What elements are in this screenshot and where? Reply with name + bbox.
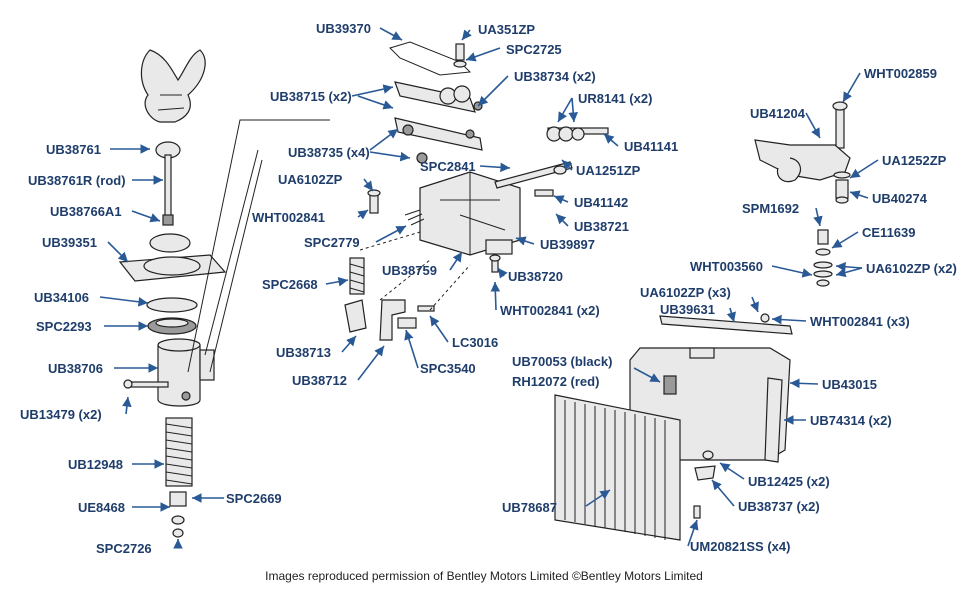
spring-ub12948 [165, 417, 193, 487]
label-ub39631: UB39631 [660, 302, 715, 317]
label-ub38737: UB38737 (x2) [738, 499, 820, 514]
label-spc2668: SPC2668 [262, 277, 318, 292]
label-ub41141: UB41141 [624, 139, 679, 154]
screw-wht002841-x2 [489, 254, 501, 273]
grille-ub78687 [554, 394, 681, 541]
spring-clip-ub39370 [389, 41, 472, 76]
label-ub43015: UB43015 [822, 377, 877, 392]
leader-arrows [99, 27, 879, 549]
label-wht003560: WHT003560 [690, 259, 763, 274]
badge-ub70053 [663, 375, 677, 395]
bolt-ub13479 [123, 379, 169, 389]
label-wht002841-x2: WHT002841 (x2) [500, 303, 600, 318]
label-ub70053: UB70053 (black) [512, 354, 613, 369]
spring-spc3540 [397, 317, 417, 329]
label-ub38712: UB38712 [292, 373, 347, 388]
label-ua351zp: UA351ZP [478, 22, 536, 37]
label-ub39351: UB39351 [42, 235, 97, 250]
bolt-wht002859 [832, 101, 848, 149]
label-ub38766a1: UB38766A1 [50, 204, 122, 219]
copyright-credit: Images reproduced permission of Bentley … [265, 569, 703, 583]
label-spc2293: SPC2293 [36, 319, 92, 334]
label-spm1692: SPM1692 [742, 201, 800, 216]
label-ub38761r: UB38761R (rod) [28, 173, 126, 188]
mascot-figure [140, 49, 206, 159]
washers-ua1252zp [833, 171, 851, 204]
label-wht002841-x3: WHT002841 (x3) [810, 314, 910, 329]
screw-wht002841 [367, 189, 381, 214]
label-ub38713: UB38713 [276, 345, 331, 360]
lever-links-ub38715 [394, 81, 483, 151]
label-um20821ss: UM20821SS (x4) [690, 539, 791, 554]
label-ur8141: UR8141 (x2) [578, 91, 653, 106]
label-ue8468: UE8468 [78, 500, 125, 515]
label-ua6102zp-x2: UA6102ZP (x2) [866, 261, 957, 276]
label-ce11639: CE11639 [862, 225, 916, 240]
small-spring-spc2779 [404, 209, 425, 226]
label-spc3540: SPC3540 [420, 361, 476, 376]
screw-um20821ss [693, 505, 701, 519]
dashed-guides [359, 231, 471, 311]
label-ub12425: UB12425 (x2) [748, 474, 830, 489]
label-ub12948: UB12948 [68, 457, 123, 472]
label-wht002841: WHT002841 [252, 210, 325, 225]
label-spc2779: SPC2779 [304, 235, 360, 250]
label-ua6102zp-x3: UA6102ZP (x3) [640, 285, 731, 300]
top-strip-ub39631 [659, 313, 793, 335]
label-ua1251zp: UA1251ZP [576, 163, 641, 178]
spring-seat-ue8468 [169, 491, 187, 538]
pivot-housing [157, 338, 215, 407]
label-ub38735: UB38735 (x4) [288, 145, 370, 160]
label-spc2841: SPC2841 [420, 159, 476, 174]
spring-spc2668 [349, 257, 365, 295]
mascot-base-plate [118, 233, 227, 282]
label-ub38720: UB38720 [508, 269, 563, 284]
clip-ub12425 [694, 450, 716, 481]
label-ub39370: UB39370 [316, 21, 371, 36]
pivot-pin-ur8141 [546, 126, 609, 142]
label-spc2726: SPC2726 [96, 541, 152, 556]
label-ub13479: UB13479 (x2) [20, 407, 102, 422]
label-ub41204: UB41204 [750, 106, 805, 121]
label-wht002859: WHT002859 [864, 66, 937, 81]
label-lc3016: LC3016 [452, 335, 499, 350]
label-ub38715: UB38715 (x2) [270, 89, 352, 104]
pad-ub38713 [344, 299, 367, 333]
label-ub34106: UB34106 [34, 290, 89, 305]
stud-spm1692 [813, 229, 833, 287]
label-ub38721: UB38721 [574, 219, 629, 234]
screw-ua351zp [453, 43, 467, 68]
label-ub38734: UB38734 (x2) [514, 69, 596, 84]
label-ub39897: UB39897 [540, 237, 595, 252]
pin-lc3016 [417, 305, 435, 312]
lever-ub38712 [379, 299, 406, 341]
label-rh12072: RH12072 (red) [512, 374, 600, 389]
bearing-rings [146, 297, 198, 335]
side-bars-ub74314 [764, 377, 783, 463]
label-ub74314: UB74314 (x2) [810, 413, 892, 428]
label-spc2669: SPC2669 [226, 491, 282, 506]
label-ub38761: UB38761 [46, 142, 101, 157]
linkage-lines [187, 119, 330, 373]
label-spc2725: SPC2725 [506, 42, 562, 57]
label-ub40274: UB40274 [872, 191, 927, 206]
label-ub38759: UB38759 [382, 263, 437, 278]
label-ua6102zp: UA6102ZP [278, 172, 343, 187]
label-ua1252zp: UA1252ZP [882, 153, 947, 168]
label-ub38706: UB38706 [48, 361, 103, 376]
label-ub41142: UB41142 [574, 195, 629, 210]
label-ub78687: UB78687 [502, 500, 557, 515]
bushes-ub38735 [402, 101, 483, 164]
mascot-rod [162, 154, 174, 226]
